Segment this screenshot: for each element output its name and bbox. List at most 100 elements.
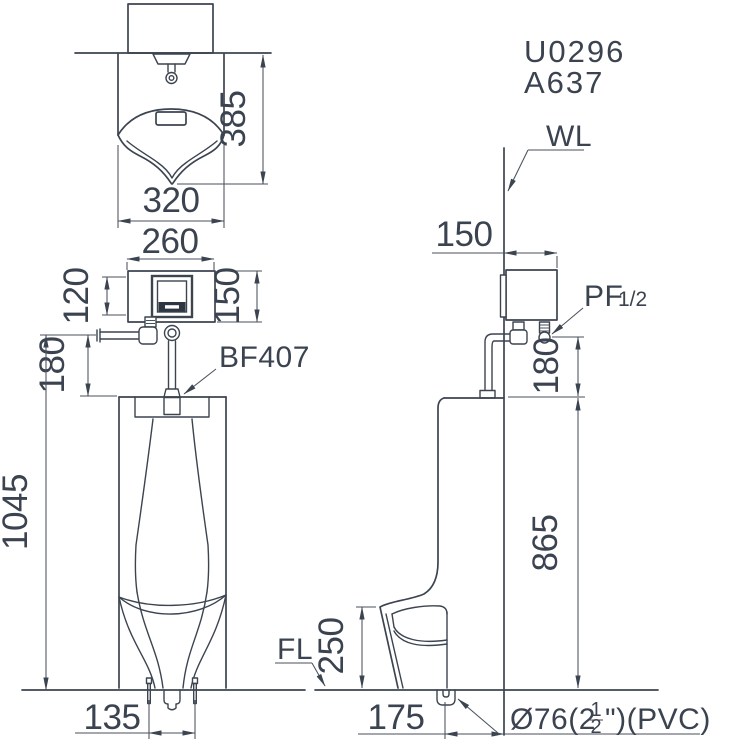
outlet-fraction-denominator: 2 bbox=[590, 716, 601, 738]
dim-text-385: 385 bbox=[214, 91, 253, 148]
dim-supply-height-front: 180 bbox=[33, 334, 117, 397]
supply-ball-end bbox=[538, 331, 551, 344]
dim-text-175: 175 bbox=[368, 698, 425, 737]
dim-top-depth: 385 bbox=[177, 54, 268, 185]
inlet-spud bbox=[163, 396, 181, 416]
flush-pipe-front bbox=[167, 340, 177, 390]
front-view bbox=[21, 270, 306, 711]
bowl-cavity-left-edge bbox=[391, 613, 395, 628]
union-nut-outer bbox=[163, 324, 181, 342]
dim-supply-height-side: 180 bbox=[508, 336, 585, 398]
bowl-curtain-right-outer bbox=[190, 594, 227, 689]
flush-pipe-side-outer bbox=[484, 333, 511, 391]
leader bbox=[551, 307, 584, 335]
leader bbox=[457, 698, 499, 734]
bowl-lip-arc-lower-side bbox=[393, 630, 448, 647]
cistern-box-top-outline bbox=[127, 3, 214, 54]
bowl-rim-arc-upper bbox=[118, 594, 227, 607]
basin-right-contour bbox=[191, 418, 210, 593]
callout-floor-line: FL bbox=[275, 633, 326, 687]
ext-lines bbox=[102, 276, 126, 316]
dim-box-depth-side: 150 bbox=[432, 215, 558, 268]
dim-text-250: 250 bbox=[312, 618, 351, 675]
basin-left-contour bbox=[134, 418, 154, 593]
flush-elbow-side bbox=[509, 329, 528, 345]
callout-supply: PF 1/2 bbox=[551, 280, 647, 335]
callouts: WL BF407 PF 1/2 FL Ø76(2 1 2 bbox=[183, 120, 711, 738]
valve-box-wall-plate bbox=[499, 274, 507, 318]
dim-top-width: 320 bbox=[117, 145, 225, 228]
rim-back-arch bbox=[117, 108, 225, 136]
pipe-flare-connector bbox=[163, 388, 181, 398]
dim-text-180-side: 180 bbox=[527, 338, 566, 395]
model-code-text: U0296 bbox=[524, 34, 625, 69]
dim-text-320: 320 bbox=[143, 181, 200, 220]
dim-text-1045: 1045 bbox=[0, 474, 35, 550]
dim-outlet-offset: 175 bbox=[358, 698, 505, 739]
dim-text-865: 865 bbox=[526, 515, 565, 572]
valve-box-side bbox=[505, 269, 558, 321]
bowl-curtain-left-outer bbox=[118, 596, 156, 689]
bowl-curtain-left-inner bbox=[136, 591, 164, 689]
bowl-cavity-rim-side bbox=[391, 605, 448, 615]
spreader-nozzle-inner bbox=[168, 74, 175, 81]
spreader-body bbox=[152, 53, 191, 65]
flush-pipe-side-inner bbox=[491, 340, 511, 391]
outlet-text-prefix: Ø76(2 bbox=[510, 703, 596, 736]
callout-outlet: Ø76(2 1 2 ")(PVC) bbox=[457, 698, 711, 738]
dim-text-150-front: 150 bbox=[208, 268, 247, 325]
spreader-nozzle-outer bbox=[165, 71, 178, 85]
elbow-nipple-threads bbox=[146, 319, 155, 325]
bowl-lip-arc-upper-side bbox=[393, 626, 448, 643]
dim-box-width: 260 bbox=[126, 222, 215, 270]
urinal-front-inner-line bbox=[385, 613, 404, 689]
bowl-inner-vee bbox=[126, 140, 218, 179]
dim-text-135: 135 bbox=[84, 698, 141, 737]
side-view bbox=[314, 147, 659, 736]
flush-outlet-nipple-side bbox=[512, 321, 525, 331]
bowl-rim-arc-lower bbox=[118, 594, 227, 615]
pipe-base-fitting-side bbox=[479, 389, 496, 399]
union-nut-inner bbox=[167, 328, 177, 338]
valve-code-text: A637 bbox=[524, 65, 604, 100]
urinal-side-walls-front bbox=[118, 396, 227, 689]
outlet-stub-side bbox=[436, 689, 456, 706]
bowl-outer-vee bbox=[117, 134, 225, 185]
outlet-fraction-numerator: 1 bbox=[590, 699, 601, 721]
drain-target-rect bbox=[155, 111, 187, 126]
supply-text: PF bbox=[584, 280, 623, 313]
dim-text-180-front: 180 bbox=[33, 337, 72, 394]
elbow-body bbox=[138, 326, 158, 345]
top-view bbox=[74, 3, 272, 185]
dim-bowl-height: 250 bbox=[312, 606, 376, 689]
callout-wall-line: WL bbox=[507, 120, 592, 192]
supply-pipe-front bbox=[99, 331, 141, 340]
dim-text-260: 260 bbox=[142, 222, 199, 261]
dim-text-120: 120 bbox=[57, 268, 96, 325]
leader bbox=[507, 149, 529, 192]
bowl-curtain-right-inner bbox=[182, 591, 208, 689]
sensor-slot bbox=[165, 305, 179, 309]
urinal-front-profile bbox=[379, 397, 445, 689]
supply-size-text: 1/2 bbox=[618, 288, 647, 311]
product-codes: U0296 A637 bbox=[524, 34, 625, 100]
floor-line-text: FL bbox=[277, 633, 313, 666]
outlet-text-suffix: ")(PVC) bbox=[605, 703, 711, 736]
flush-valve-text: BF407 bbox=[219, 341, 310, 374]
supply-nipple-threads bbox=[540, 324, 549, 332]
dim-total-height: 1045 bbox=[0, 334, 49, 691]
supply-pipe-flange bbox=[96, 328, 101, 343]
urinal-top-band bbox=[134, 396, 210, 418]
dim-box-height: 150 bbox=[208, 268, 262, 325]
leader bbox=[311, 662, 326, 687]
dim-bolt-spacing: 135 bbox=[75, 698, 196, 739]
ext-lines bbox=[126, 262, 215, 270]
spreader-stem bbox=[167, 63, 176, 73]
dimensions: 385 320 260 120 150 bbox=[0, 54, 585, 739]
dim-panel-height: 120 bbox=[57, 268, 126, 325]
leader bbox=[183, 368, 217, 395]
outlet-stub-notch bbox=[442, 689, 450, 698]
dim-text-150-side: 150 bbox=[436, 215, 493, 254]
ext-lines bbox=[117, 145, 225, 228]
